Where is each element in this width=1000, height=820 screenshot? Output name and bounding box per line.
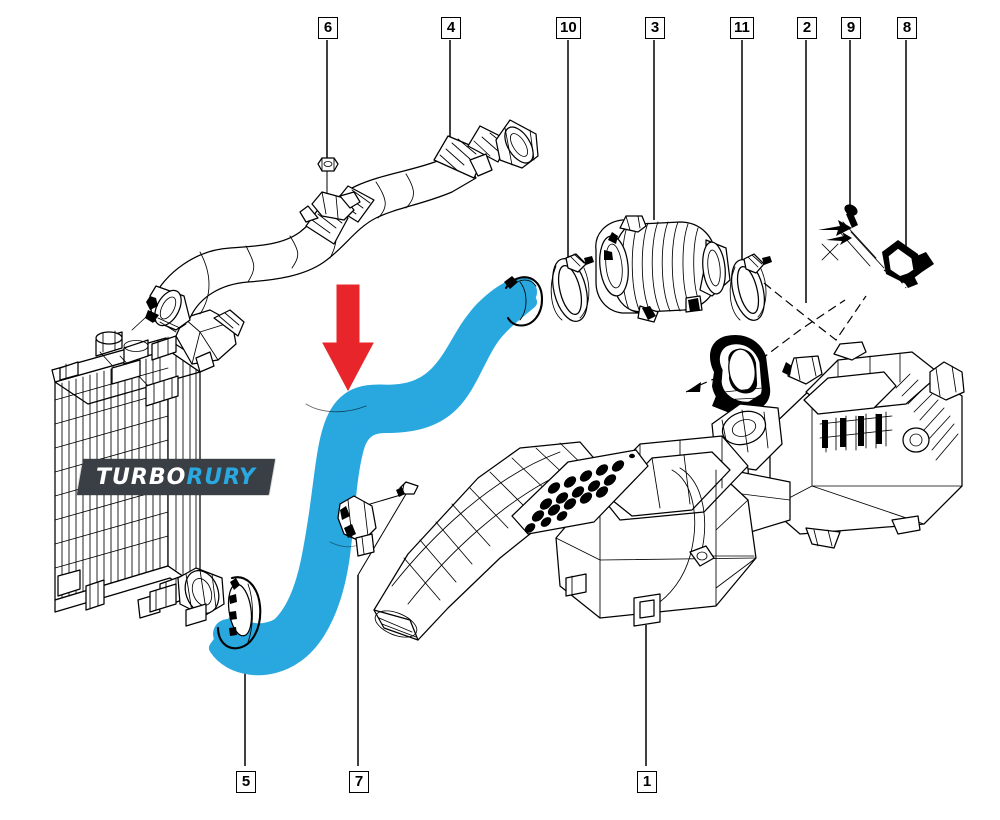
corrugated-air-intake-duct: [595, 215, 731, 323]
axis-clip-7b: [357, 493, 407, 576]
blue-hose-left-clamp: [216, 576, 262, 650]
callout-6[interactable]: 6: [318, 17, 338, 39]
hose-clamp-right: [729, 253, 772, 321]
callout-8[interactable]: 8: [897, 17, 917, 39]
callout-9[interactable]: 9: [841, 17, 861, 39]
callout-5[interactable]: 5: [236, 771, 256, 793]
axis-arrowhead: [686, 382, 701, 392]
intercooler-outlet-neck: [149, 567, 225, 627]
air-flow-sensor: [818, 204, 934, 288]
upper-charge-air-pipe: [145, 119, 539, 333]
charge-pipe-left-end: [145, 285, 191, 333]
air-box-mesh-panel: [511, 449, 649, 535]
red-down-arrow: [322, 284, 374, 392]
callout-10[interactable]: 10: [556, 17, 581, 39]
axis-clamp11-to-sensor: [763, 282, 867, 341]
turbo-inlet-elbow-seal: [710, 334, 771, 418]
retaining-nut-bracket: [299, 157, 361, 223]
axis-elbow-to-2: [759, 299, 846, 361]
blue-hose-right-clamp: [504, 276, 544, 327]
callout-7[interactable]: 7: [349, 771, 369, 793]
logo-text-primary: TURBO: [96, 464, 187, 490]
leader-lines-top: [326, 40, 907, 303]
intercooler-outlet-hose: [209, 276, 544, 676]
callout-2[interactable]: 2: [797, 17, 817, 39]
hose-mounting-clip: [337, 481, 419, 557]
hose-clamp-left: [550, 253, 594, 322]
logo-text-secondary: RURY: [186, 464, 256, 490]
sensor-mounting-screw: [844, 204, 858, 228]
callout-4[interactable]: 4: [441, 17, 461, 39]
air-filter-box-assembly: [373, 435, 757, 641]
callout-1[interactable]: 1: [637, 771, 657, 793]
callout-11[interactable]: 11: [730, 17, 754, 39]
callout-3[interactable]: 3: [645, 17, 665, 39]
charge-pipe-right-coupler: [433, 119, 539, 179]
intercooler-radiator-core: [51, 309, 245, 627]
